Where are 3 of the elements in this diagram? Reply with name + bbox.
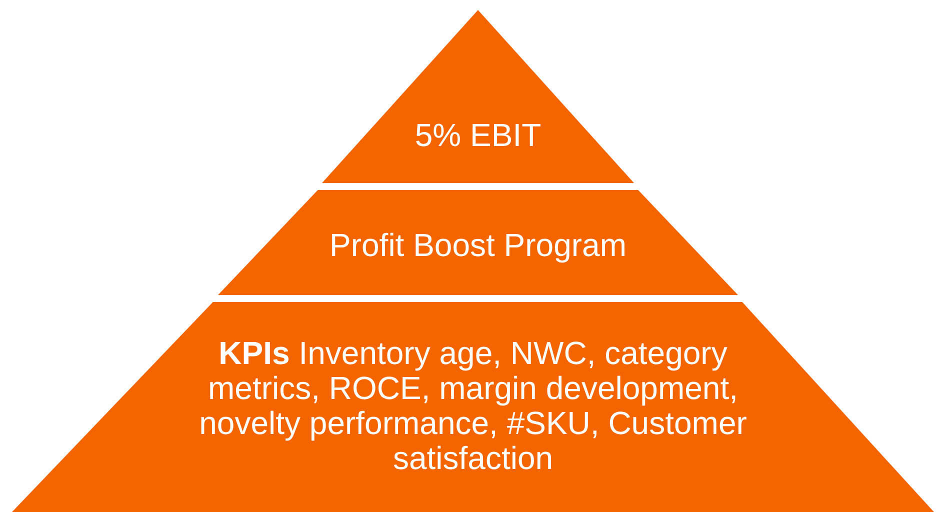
- tier-label: KPIs Inventory age, NWC, category metrics, ROCE, margin development, novelty performance, #SKU, Customer satisfaction: [198, 336, 748, 476]
- tier-label: Profit Boost Program: [328, 228, 628, 263]
- tier-label: 5% EBIT: [414, 118, 542, 153]
